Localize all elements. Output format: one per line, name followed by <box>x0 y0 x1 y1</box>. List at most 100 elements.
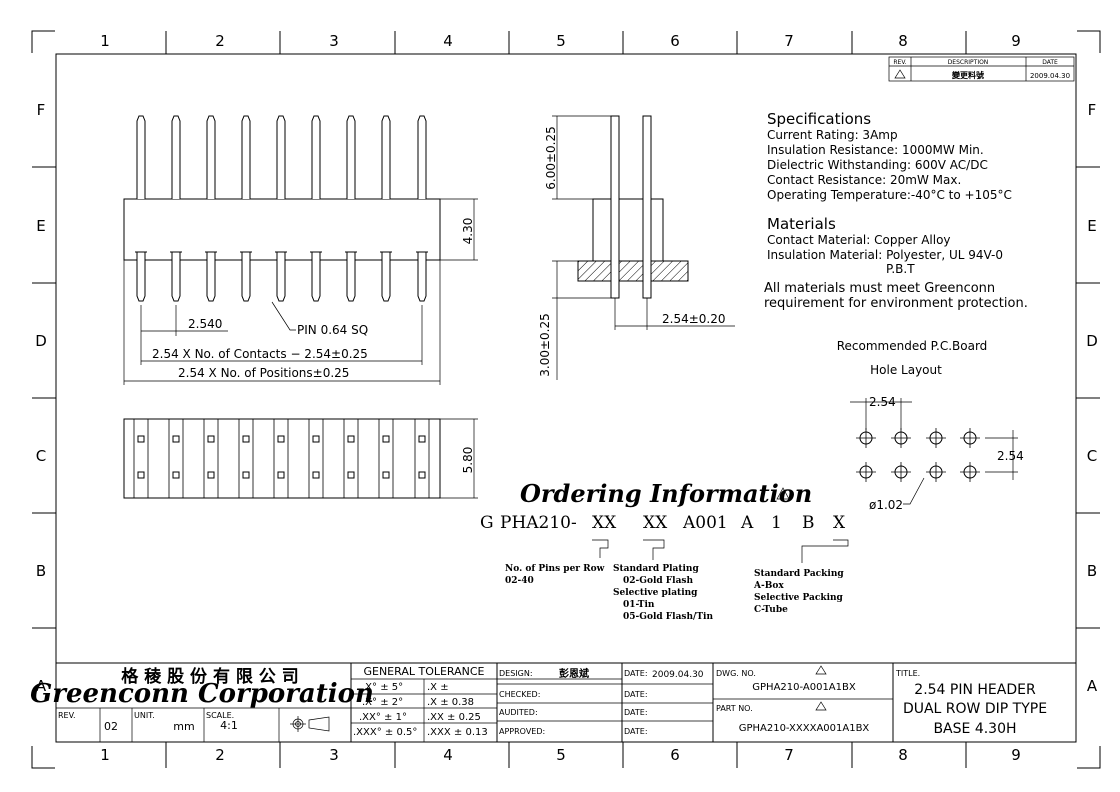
pcb-title: Recommended P.C.Board <box>837 339 988 353</box>
pin-cavity <box>203 418 219 499</box>
pcb-subtitle: Hole Layout <box>870 363 942 377</box>
zone-col-8-bottom: 8 <box>898 746 908 764</box>
spec-line: Operating Temperature:-40°C to +105°C <box>767 188 1012 202</box>
pin-square <box>418 471 426 479</box>
zone-col-9-bottom: 9 <box>1011 746 1021 764</box>
front-view: 4.30 2.540 PIN 0.64 SQ 2.54 X No. of Con… <box>123 115 478 385</box>
materials-title: Materials <box>767 215 836 233</box>
pcb-pitch-x: 2.54 <box>869 395 896 409</box>
tolerance-linear: .XX ± 0.25 <box>427 712 481 723</box>
pin <box>206 115 216 199</box>
pin <box>417 115 427 199</box>
pin <box>241 252 251 302</box>
bottom-pins <box>133 418 430 499</box>
pin-cavity <box>133 418 149 499</box>
tolerance-angle: .X° ± 2° <box>362 697 403 708</box>
company-name-cn: 格 稜 股 份 有 限 公 司 <box>121 666 298 687</box>
materials-note: requirement for environment protection. <box>764 296 1028 311</box>
pcb-holes <box>856 428 980 482</box>
lower-pin-dim: 3.00±0.25 <box>538 313 552 377</box>
contacts-dim: 2.54 X No. of Contacts − 2.54±0.25 <box>152 347 368 361</box>
tolerance-title: GENERAL TOLERANCE <box>363 665 484 678</box>
pin-cavity <box>343 418 359 499</box>
pin <box>276 252 286 302</box>
ordering-information: Ordering Information G PHA210- XX XX A00… <box>480 479 849 622</box>
front-pins <box>135 115 428 302</box>
zone-row-b-right: B <box>1087 562 1097 580</box>
zone-col-8: 8 <box>898 32 908 50</box>
revision-triangle-icon <box>894 69 906 79</box>
revision-triangle-icon <box>776 487 790 500</box>
ordering-title: Ordering Information <box>520 479 812 508</box>
pin <box>381 115 391 199</box>
pin <box>381 252 391 302</box>
zone-row-a: A <box>36 677 47 695</box>
zone-col-5-bottom: 5 <box>556 746 566 764</box>
scale-label: SCALE. <box>206 711 234 720</box>
checked-label: CHECKED: <box>499 690 540 699</box>
packing-option: Selective Packing <box>754 593 844 603</box>
date-header: DATE <box>1042 59 1058 66</box>
zone-row-c: C <box>36 447 46 465</box>
pin-cavity <box>308 418 324 499</box>
upper-pin-dim: 6.00±0.25 <box>544 126 558 190</box>
pin-square <box>382 435 390 443</box>
dwg-label: DWG. NO. <box>716 669 756 678</box>
pin-square <box>382 471 390 479</box>
header-body <box>123 198 441 261</box>
revision-triangle-icon <box>815 701 827 711</box>
order-code-style: A001 <box>682 513 728 533</box>
pin-cavity <box>414 418 430 499</box>
date-label: DATE: <box>624 690 648 699</box>
projection-symbol-icon <box>290 716 330 732</box>
bottom-view: 5.80 <box>123 418 478 499</box>
order-code-a: A <box>740 513 754 533</box>
pin <box>417 252 427 302</box>
pin <box>311 252 321 302</box>
tolerance-angle: .X° ± 5° <box>362 682 403 693</box>
zone-col-1-bottom: 1 <box>100 746 110 764</box>
pin-square <box>207 471 215 479</box>
company-logo: Greenconn Corporation <box>30 679 374 709</box>
order-code-series: PHA210- <box>500 513 577 533</box>
zone-row-b: B <box>36 562 46 580</box>
pin-square <box>277 471 285 479</box>
spec-line: Dielectric Withstanding: 600V AC/DC <box>767 158 988 172</box>
title-label: TITLE. <box>895 669 920 678</box>
pin <box>206 252 216 302</box>
audited-label: AUDITED: <box>499 708 538 717</box>
specifications-title: Specifications <box>767 110 871 128</box>
design-date: 2009.04.30 <box>652 670 704 680</box>
zone-col-2-bottom: 2 <box>215 746 225 764</box>
order-code-1: 1 <box>771 513 782 533</box>
tolerance-linear: .XXX ± 0.13 <box>427 727 488 738</box>
pins-label: No. of Pins per Row <box>505 564 605 574</box>
pin-square <box>137 435 145 443</box>
pins-range: 02-40 <box>505 576 534 586</box>
designer-name: 彭恩斌 <box>559 667 589 680</box>
pin <box>311 115 321 199</box>
part-number: GPHA210-XXXXA001A1BX <box>739 723 870 734</box>
packing-option: Standard Packing <box>754 569 844 579</box>
date-label: DATE: <box>624 669 648 678</box>
design-label: DESIGN: <box>499 669 533 678</box>
height-dim: 4.30 <box>461 218 475 245</box>
pin-square <box>172 471 180 479</box>
scale-value: 4:1 <box>220 719 238 732</box>
pin <box>346 252 356 302</box>
plating-option: Selective plating <box>613 588 698 598</box>
revision-date: 2009.04.30 <box>1030 72 1070 80</box>
spec-line: Contact Resistance: 20mW Max. <box>767 173 961 187</box>
revision-triangle-icon <box>815 665 827 675</box>
pin-cavity <box>238 418 254 499</box>
pin-square <box>312 471 320 479</box>
width-dim: 5.80 <box>461 447 475 474</box>
order-code-b: B <box>802 513 815 533</box>
pcb-layout: Recommended P.C.Board Hole Layout 2.54 2… <box>837 339 1024 512</box>
rev-label: REV. <box>58 711 76 720</box>
packing-option: A-Box <box>753 581 784 591</box>
pin-cavity <box>378 418 394 499</box>
pin-square <box>277 435 285 443</box>
zone-col-7: 7 <box>784 32 794 50</box>
spec-line: Current Rating: 3Amp <box>767 128 898 142</box>
